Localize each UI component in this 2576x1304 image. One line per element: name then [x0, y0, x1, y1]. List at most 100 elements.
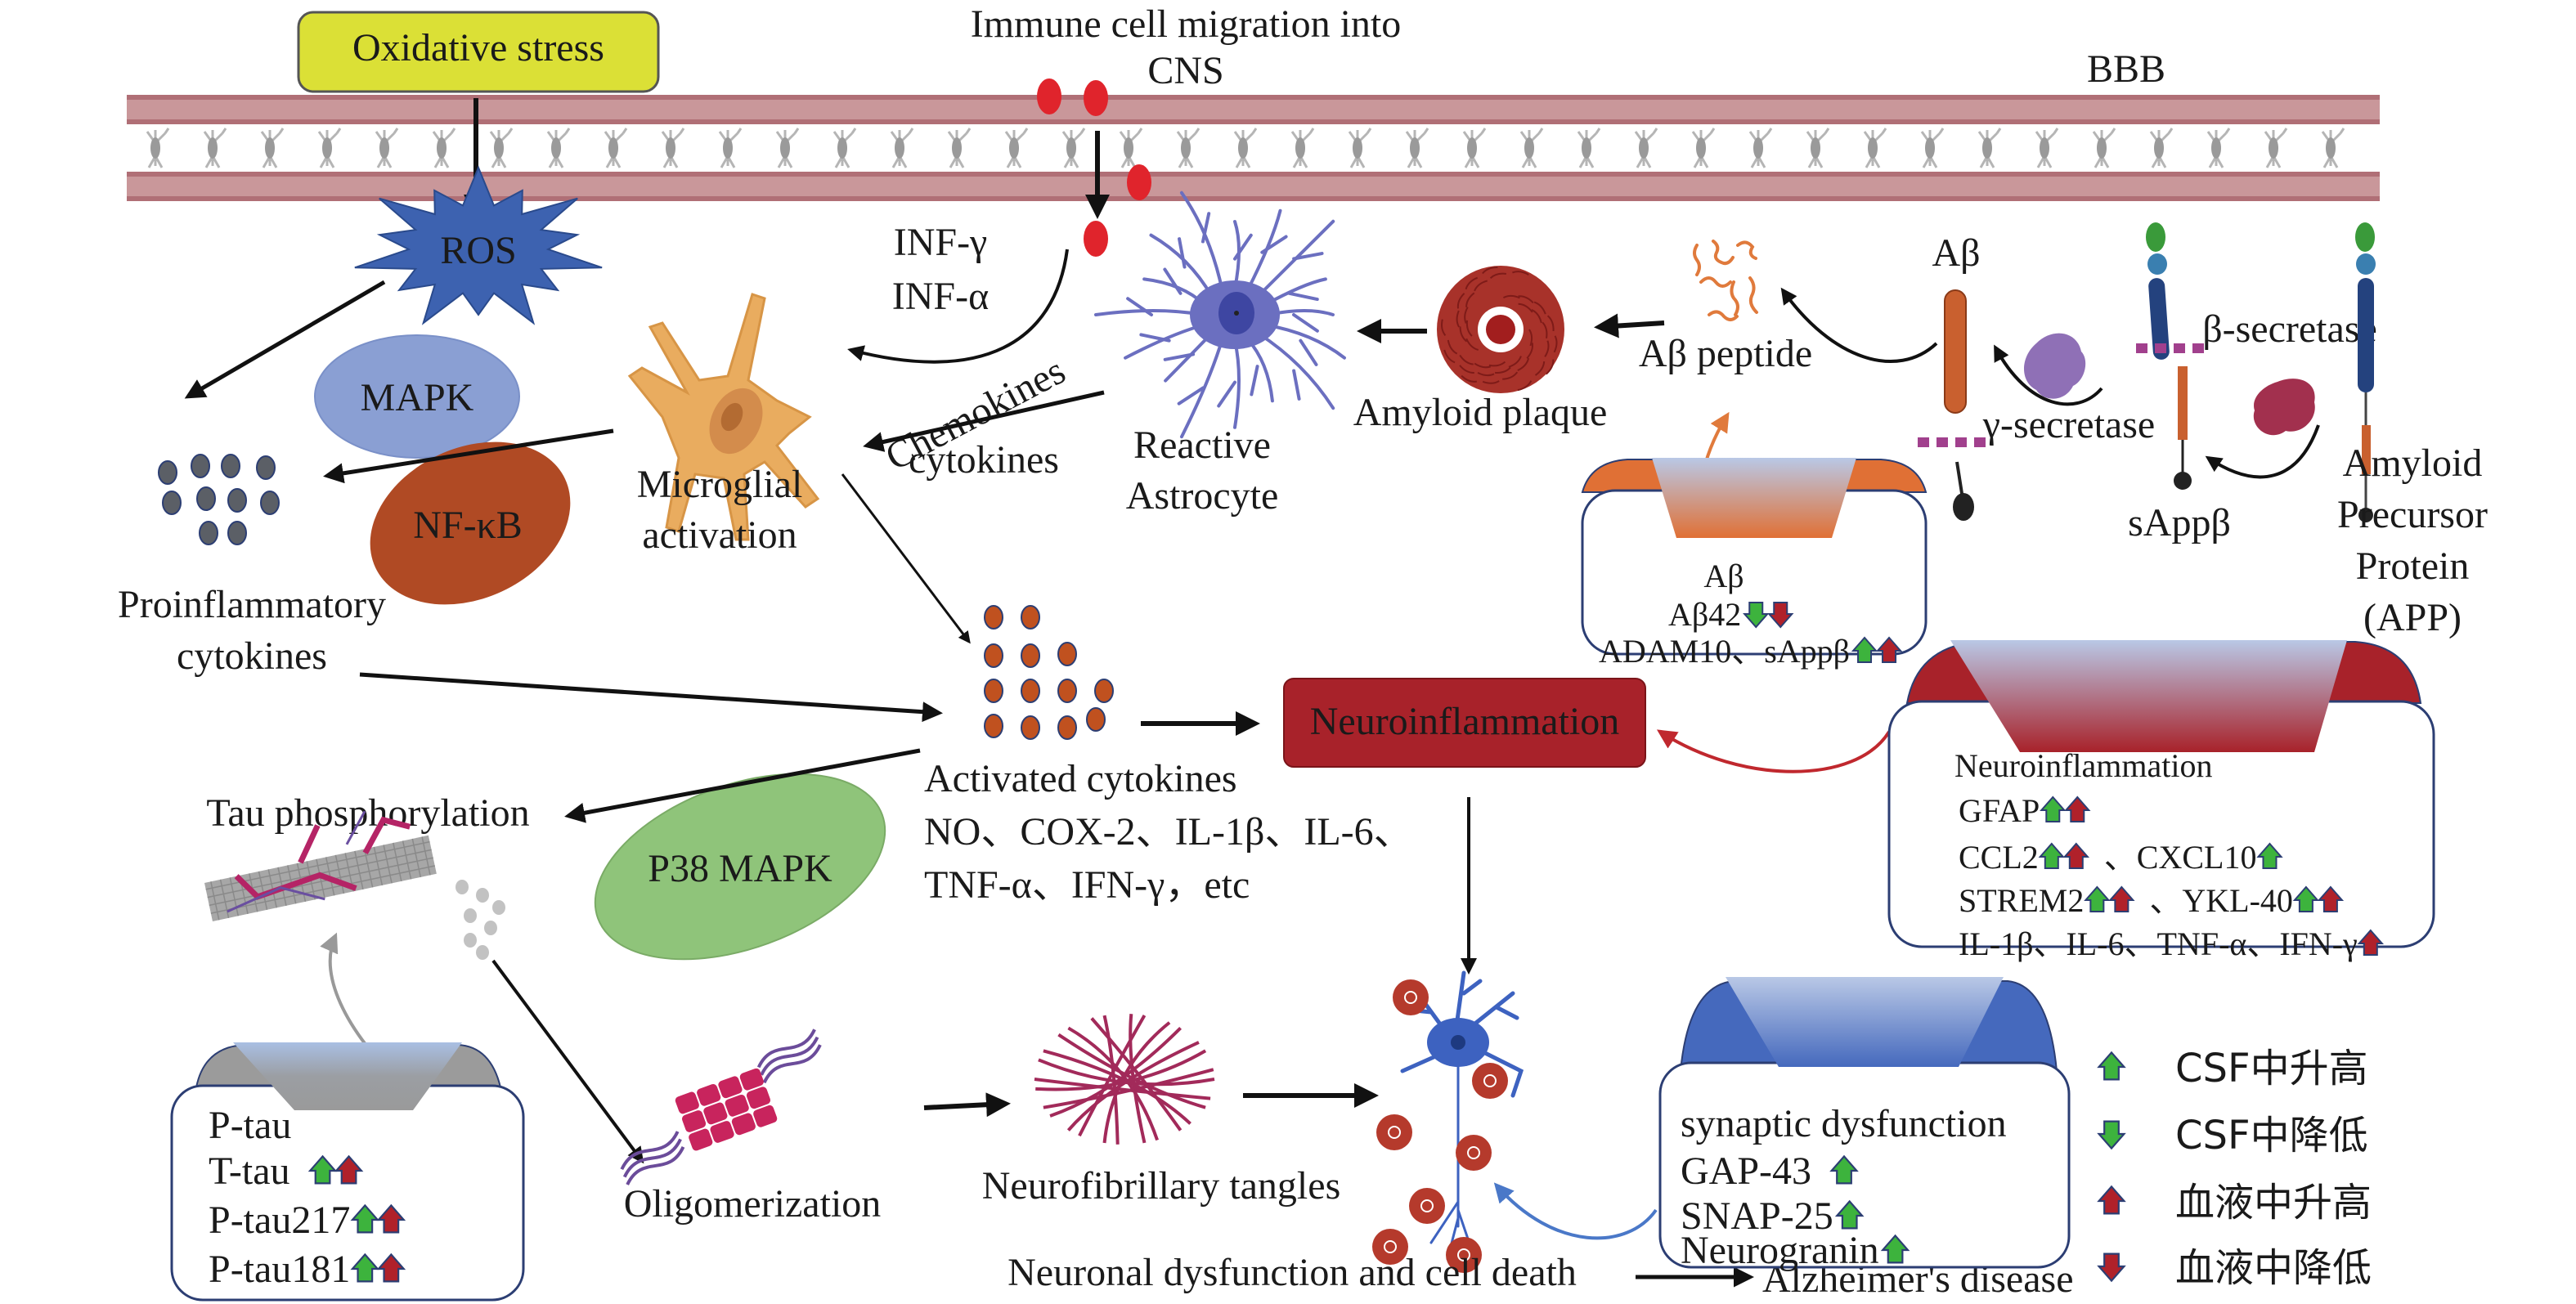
cytokine-dot [456, 880, 469, 894]
app-label-2: Precursor [2337, 493, 2488, 536]
legend-item: CSF中降低 [2098, 1113, 2368, 1158]
bbb-label: BBB [2087, 47, 2165, 91]
endothelial-cell-icon [1233, 127, 1258, 169]
cytokine-dot [464, 933, 477, 948]
beta-secretase-label: β-secretase [2202, 307, 2377, 351]
cytokine-dot [1021, 605, 1040, 630]
neuro-box-title: Neuroinflammation [1954, 747, 2212, 784]
amyloid-plaque-icon [1472, 1063, 1508, 1099]
oxidative-stress-box: Oxidative stress [297, 11, 660, 93]
p38-mapk-label: P38 MAPK [648, 847, 832, 890]
arrow-activated-to-tau [564, 748, 921, 823]
endothelial-cell-icon [890, 127, 914, 169]
activated-cytokine-dots [984, 605, 1114, 740]
cytokine-dot [984, 679, 1003, 703]
endothelial-cell-icon [604, 127, 628, 169]
endothelial-cell-icon [1462, 127, 1487, 169]
gamma-secretase-label: γ-secretase [1982, 403, 2155, 446]
app-protein [2355, 222, 2376, 522]
endothelial-cell-icon [1748, 127, 1773, 169]
cytokine-dot [464, 908, 477, 923]
endothelial-cell-icon [1119, 127, 1143, 169]
legend-label: 血液中降低 [2175, 1245, 2372, 1291]
app-label-4: (APP) [2363, 596, 2462, 639]
activated-label-2: NO、COX-2、IL-1β、IL-6、 [924, 810, 1413, 854]
cytokine-dot [1021, 679, 1040, 703]
cytokine-dot [984, 643, 1003, 668]
synaptic-biomarker-box: synaptic dysfunctionGAP-43SNAP-25Neurogr… [1658, 977, 2071, 1272]
abeta-box-title: Aβ [1703, 558, 1744, 594]
tangles-label: Neurofibrillary tangles [982, 1164, 1341, 1208]
amyloid-plaque-icon [1393, 979, 1429, 1015]
cytokine-dot [984, 714, 1003, 738]
amyloid-plaque-icon [1456, 1135, 1492, 1171]
endothelial-cell-icon [2321, 127, 2345, 169]
proinflammatory-label-2: cytokines [177, 634, 327, 678]
activated-label-3: TNF-α、IFN-γ，etc [924, 863, 1250, 907]
legend-item: 血液中降低 [2098, 1245, 2372, 1291]
nfkb-ellipse: NF-κB [370, 441, 571, 605]
sappb-label: sAppβ [2128, 501, 2231, 544]
c99-fragment [2178, 366, 2188, 440]
beta-cleavage-site [2136, 343, 2204, 353]
immune-cell [1037, 78, 1061, 114]
endothelial-cell-icon [2264, 127, 2288, 169]
neuro-box-item: 、YKL-40 [2149, 882, 2293, 919]
endothelial-cell-icon [1519, 127, 1544, 169]
legend-label: 血液中升高 [2175, 1180, 2372, 1226]
endothelial-cell-icon [260, 127, 285, 169]
neuronal-death-label: Neuronal dysfunction and cell death [1008, 1251, 1577, 1294]
amyloid-plaque-icon [1409, 1188, 1445, 1224]
endothelial-cell-icon [1691, 127, 1716, 169]
endothelial-cell-icon [1634, 127, 1658, 169]
cytokine-dot [256, 455, 276, 480]
neuroinflammation-box: Neuroinflammation [1283, 678, 1646, 768]
oxidative-stress-label: Oxidative stress [352, 26, 604, 69]
abeta-peptide-fragments [1693, 240, 1758, 321]
cytokine-dot [227, 521, 247, 545]
endothelial-cell-icon [1977, 127, 2002, 169]
endothelial-cell-icon [317, 127, 342, 169]
neuro-box-item: GFAP [1959, 792, 2040, 829]
synaptic-box-row: synaptic dysfunction [1681, 1102, 2007, 1145]
endothelial-cell-icon [1290, 127, 1315, 169]
microtubule-tau [204, 810, 437, 921]
microglial-label-1: Microglial [637, 463, 803, 506]
amyloid-plaque-icon [1446, 1237, 1482, 1273]
cytokine-dot [476, 945, 489, 960]
blood-brain-barrier [127, 95, 2380, 201]
abeta-box-row: Aβ42 [1668, 596, 1741, 633]
tau-oligomer [620, 1028, 822, 1185]
inf-gamma-label: INF-γ [894, 221, 988, 264]
endothelial-cell-icon [2092, 127, 2116, 169]
legend-label: CSF中降低 [2175, 1113, 2368, 1158]
endothelial-cell-icon [1405, 127, 1429, 169]
endothelial-cell-icon [1004, 127, 1029, 169]
legend-item: CSF中升高 [2098, 1046, 2368, 1091]
amyloid-plaque-icon [1376, 1114, 1412, 1150]
cytokine-dot [1021, 715, 1040, 740]
arrow-microglia-to-cytokines [323, 428, 614, 484]
arrow-ros-to-cytokines [184, 280, 386, 399]
endothelial-cell-icon [947, 127, 972, 169]
cytokine-dot [158, 460, 177, 485]
arrow-abeta-to-peptide [1780, 287, 1938, 363]
cytokine-dot [260, 491, 280, 515]
mapk-label: MAPK [361, 376, 474, 419]
reactive-astrocyte [1094, 190, 1346, 439]
cytokine-dot [199, 521, 218, 545]
inf-alpha-label: INF-α [892, 275, 989, 318]
cns-label: CNS [1147, 49, 1223, 92]
cytokine-dot [1057, 642, 1077, 666]
legend-label: CSF中升高 [2175, 1046, 2368, 1091]
reactive-label-1: Reactive [1133, 423, 1271, 467]
endothelial-cell-icon [1348, 127, 1372, 169]
cytokine-dot [1094, 679, 1114, 703]
endothelial-cell-icon [1863, 127, 1887, 169]
abeta-box-row: ADAM10、sAppβ [1599, 633, 1850, 670]
beta-secretase-enzyme [2253, 379, 2315, 436]
neuro-box-item: IL-1β、IL-6、TNF-α、IFN-γ [1959, 925, 2358, 962]
